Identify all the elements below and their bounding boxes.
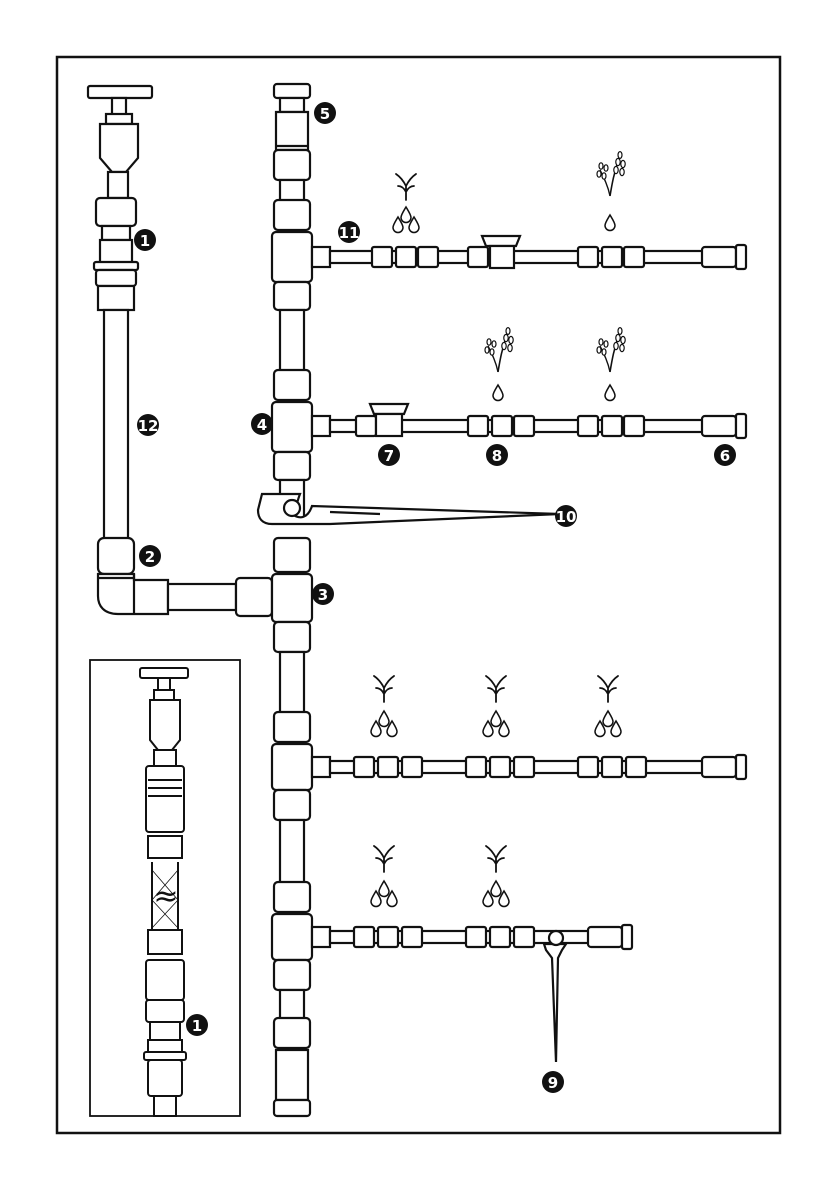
lavender-icon: [597, 328, 625, 372]
approx-symbol: ≈: [153, 879, 178, 914]
callout-label: 11: [339, 224, 360, 242]
seedling-icon: [396, 174, 416, 200]
water-drop-icon: [491, 881, 501, 897]
branch-line: [312, 245, 746, 269]
water-drop-icon: [379, 711, 389, 727]
tap-icon: [88, 86, 152, 310]
main-trunk: [272, 84, 312, 1116]
callout-label: 10: [556, 508, 577, 526]
callout-label: 4: [257, 416, 267, 434]
callout-label: 9: [548, 1074, 558, 1092]
callout-badge: 2: [139, 545, 161, 567]
seedling-icon: [374, 846, 394, 872]
callout-label: 1: [140, 232, 150, 250]
lavender-icon: [597, 152, 625, 196]
callout-label: 6: [720, 447, 730, 465]
callout-badge: 1: [134, 229, 156, 251]
callout-badge: 1: [186, 1014, 208, 1036]
callout-badge: 6: [714, 444, 736, 466]
water-drop-icon: [605, 385, 615, 401]
ground-stake-icon: [544, 931, 566, 1062]
callout-label: 12: [138, 417, 159, 435]
callout-label: 7: [384, 447, 394, 465]
callout-badge: 10: [555, 505, 577, 527]
callout-label: 1: [192, 1017, 202, 1035]
seedling-icon: [486, 846, 506, 872]
callout-badge: 12: [137, 414, 159, 436]
callout-badge: 8: [486, 444, 508, 466]
seedling-icon: [374, 676, 394, 702]
water-drop-icon: [491, 711, 501, 727]
water-drop-icon: [401, 207, 411, 223]
water-drop-icon: [493, 385, 503, 401]
seedling-icon: [486, 676, 506, 702]
callout-label: 8: [492, 447, 502, 465]
shut-off-valve-icon: [370, 404, 408, 436]
hose-12: [98, 310, 272, 616]
callout-badge: 4: [251, 413, 273, 435]
seedling-icon: [598, 676, 618, 702]
callout-badge: 3: [312, 583, 334, 605]
callout-label: 3: [318, 586, 328, 604]
callout-label: 5: [320, 105, 330, 123]
water-drop-icon: [605, 215, 615, 231]
callout-label: 2: [145, 548, 155, 566]
callout-badge: 7: [378, 444, 400, 466]
callout-badge: 9: [542, 1071, 564, 1093]
branch-line: [312, 925, 632, 949]
callout-badge: 11: [338, 221, 360, 243]
water-drop-icon: [379, 881, 389, 897]
callout-badge: 5: [314, 102, 336, 124]
branch-line: [312, 755, 746, 779]
water-drop-icon: [603, 711, 613, 727]
lavender-icon: [485, 328, 513, 372]
